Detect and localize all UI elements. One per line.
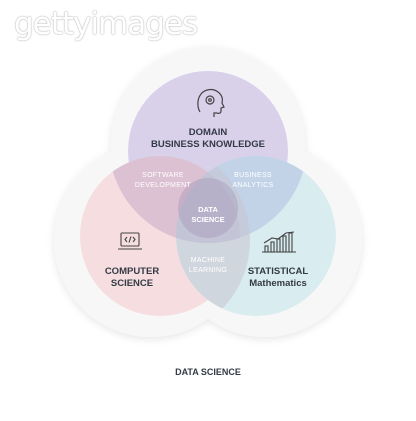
venn-center-region [178, 178, 238, 238]
overlap-top-right-line1: BUSINESS [234, 172, 272, 179]
right-label-line1: STATISTICAL [248, 266, 309, 277]
overlap-left-right-line2: LEARNING [189, 267, 227, 274]
overlap-top-left-line2: DEVELOPMENT [135, 182, 192, 189]
laptop-code-icon [118, 232, 142, 250]
watermark-logo: gettyimages [14, 6, 198, 42]
center-label-line1: DATA [198, 205, 218, 214]
top-label-line1: DOMAIN [189, 127, 228, 138]
right-label-line2: Mathematics [249, 278, 307, 289]
head-gear-icon [197, 88, 225, 117]
top-label-line2: BUSINESS KNOWLEDGE [151, 139, 265, 150]
bar-chart-trend-icon [262, 231, 296, 253]
overlap-left-right-line1: MACHINE [191, 257, 225, 264]
overlap-top-left-line1: SOFTWARE [142, 172, 184, 179]
center-label-line2: SCIENCE [191, 215, 224, 224]
overlap-top-right-line2: ANALYTICS [232, 182, 273, 189]
diagram-caption: DATA SCIENCE [175, 367, 241, 377]
left-label-line1: COMPUTER [105, 266, 160, 277]
left-label-line2: SCIENCE [111, 278, 153, 289]
